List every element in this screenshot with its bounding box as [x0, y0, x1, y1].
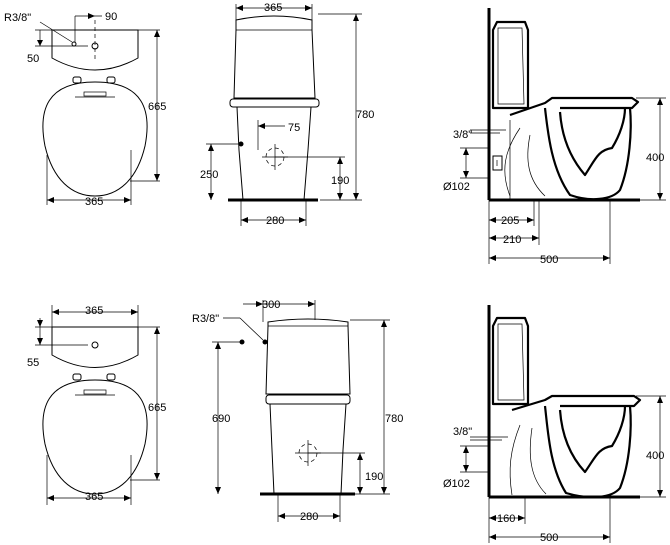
bottom-elev-base-width: 280	[300, 511, 318, 523]
bottom-plan-view: 365 55 665 365	[27, 305, 166, 505]
bottom-plan-width-top: 365	[85, 305, 103, 317]
top-prof-thread-label: 3/8"	[453, 129, 472, 141]
bottom-elev-outlet-height: 190	[365, 471, 383, 483]
bottom-plan-width: 365	[85, 491, 103, 503]
top-prof-dim-210: 210	[503, 234, 521, 246]
top-elev-inlet-offset: 75	[288, 122, 300, 134]
top-prof-seat-height: 400	[646, 152, 664, 164]
top-elev-height: 780	[356, 109, 374, 121]
top-prof-dim-205: 205	[501, 215, 519, 227]
top-plan-width: 365	[85, 196, 103, 208]
bottom-elevation-view: R3/8" 300 690 780 190 280	[192, 299, 403, 523]
top-elev-inlet-height: 250	[200, 169, 218, 181]
top-elev-tank-width: 365	[264, 2, 282, 14]
top-elev-outlet-height: 190	[331, 175, 349, 187]
top-elevation-view: 365 780 75 250 190 280	[200, 2, 374, 227]
top-elev-base-width: 280	[266, 215, 284, 227]
bottom-prof-thread-label: 3/8"	[453, 426, 472, 438]
top-plan-view: R3/8" 90 50 665 365	[4, 11, 166, 208]
bottom-elev-thread-label: R3/8"	[192, 313, 219, 325]
bottom-plan-hole-depth: 55	[27, 357, 39, 369]
bottom-prof-seat-height: 400	[646, 450, 664, 462]
top-plan-hole-depth: 50	[27, 53, 39, 65]
bottom-prof-diameter: Ø102	[443, 478, 470, 490]
top-profile-view: 3/8" Ø102 400 205 210 500	[443, 8, 666, 266]
top-plan-hole-offset: 90	[105, 11, 117, 23]
bottom-plan-length: 665	[148, 402, 166, 414]
top-plan-length: 665	[148, 101, 166, 113]
top-plan-thread-label: R3/8"	[4, 12, 31, 24]
bottom-elev-tank-offset: 300	[262, 299, 280, 311]
bottom-elev-height: 780	[385, 413, 403, 425]
bottom-prof-depth: 500	[540, 532, 558, 544]
top-prof-depth: 500	[540, 254, 558, 266]
bottom-prof-dim-160: 160	[497, 513, 515, 525]
top-prof-diameter: Ø102	[443, 181, 470, 193]
bottom-elev-inlet-height: 690	[212, 413, 230, 425]
bottom-profile-view: 3/8" Ø102 400 160 500	[443, 305, 666, 544]
